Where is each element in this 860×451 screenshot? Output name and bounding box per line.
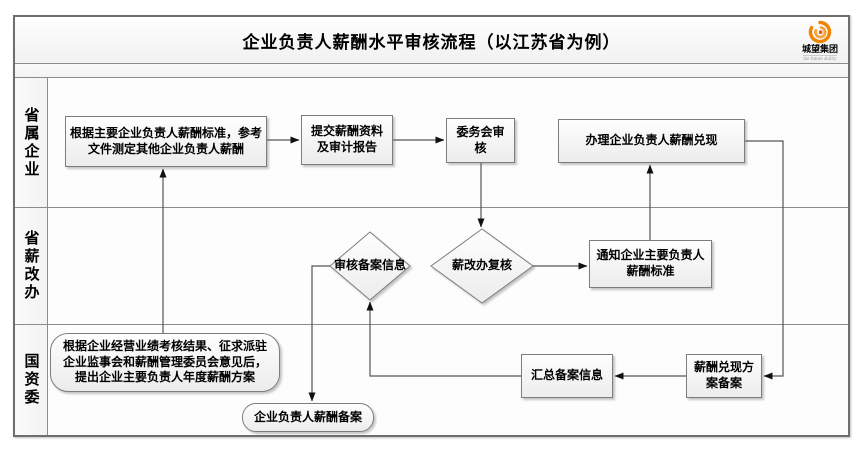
- lane-label-salary-reform-office: 省薪改办: [15, 208, 48, 324]
- lane-label-provincial-enterprises: 省属企业: [15, 78, 48, 207]
- lane-sasac: 国资委: [15, 325, 848, 435]
- node-cashing-plan-filing: 薪酬兑现方案备案: [686, 354, 762, 398]
- node-notify-salary-standard: 通知企业主要负责人薪酬标准: [589, 240, 712, 288]
- node-leader-salary-filing: 企业负责人薪酬备案: [242, 403, 374, 432]
- logo-tagline: the future ability: [803, 54, 837, 62]
- title-bar: 企业负责人薪酬水平审核流程（以江苏省为例） 城望集团 the future ab…: [15, 17, 848, 64]
- page-title: 企业负责人薪酬水平审核流程（以江苏省为例）: [242, 33, 621, 52]
- logo-name: 城望集团: [801, 43, 838, 54]
- node-propose-annual-plan: 根据企业经营业绩考核结果、征求派驻企业监事会和薪酬管理委员会意见后，提出企业主要…: [50, 333, 280, 392]
- company-logo: 城望集团 the future ability: [798, 19, 842, 62]
- node-determine-other-salary: 根据主要企业负责人薪酬标准，参考文件测定其他企业负责人薪酬: [65, 116, 267, 167]
- node-handle-cashing: 办理企业负责人薪酬兑现: [558, 119, 745, 163]
- node-submit-materials: 提交薪酬资料及审计报告: [301, 115, 393, 165]
- node-aggregate-filing-info: 汇总备案信息: [521, 354, 613, 398]
- lane-salary-reform-office: 省薪改办: [15, 208, 848, 325]
- title-spacer-row: [15, 64, 848, 78]
- lane-provincial-enterprises: 省属企业: [15, 78, 848, 208]
- node-committee-review: 委务会审核: [446, 118, 515, 163]
- swirl-flame-icon: [808, 20, 832, 43]
- lane-label-sasac: 国资委: [15, 325, 48, 435]
